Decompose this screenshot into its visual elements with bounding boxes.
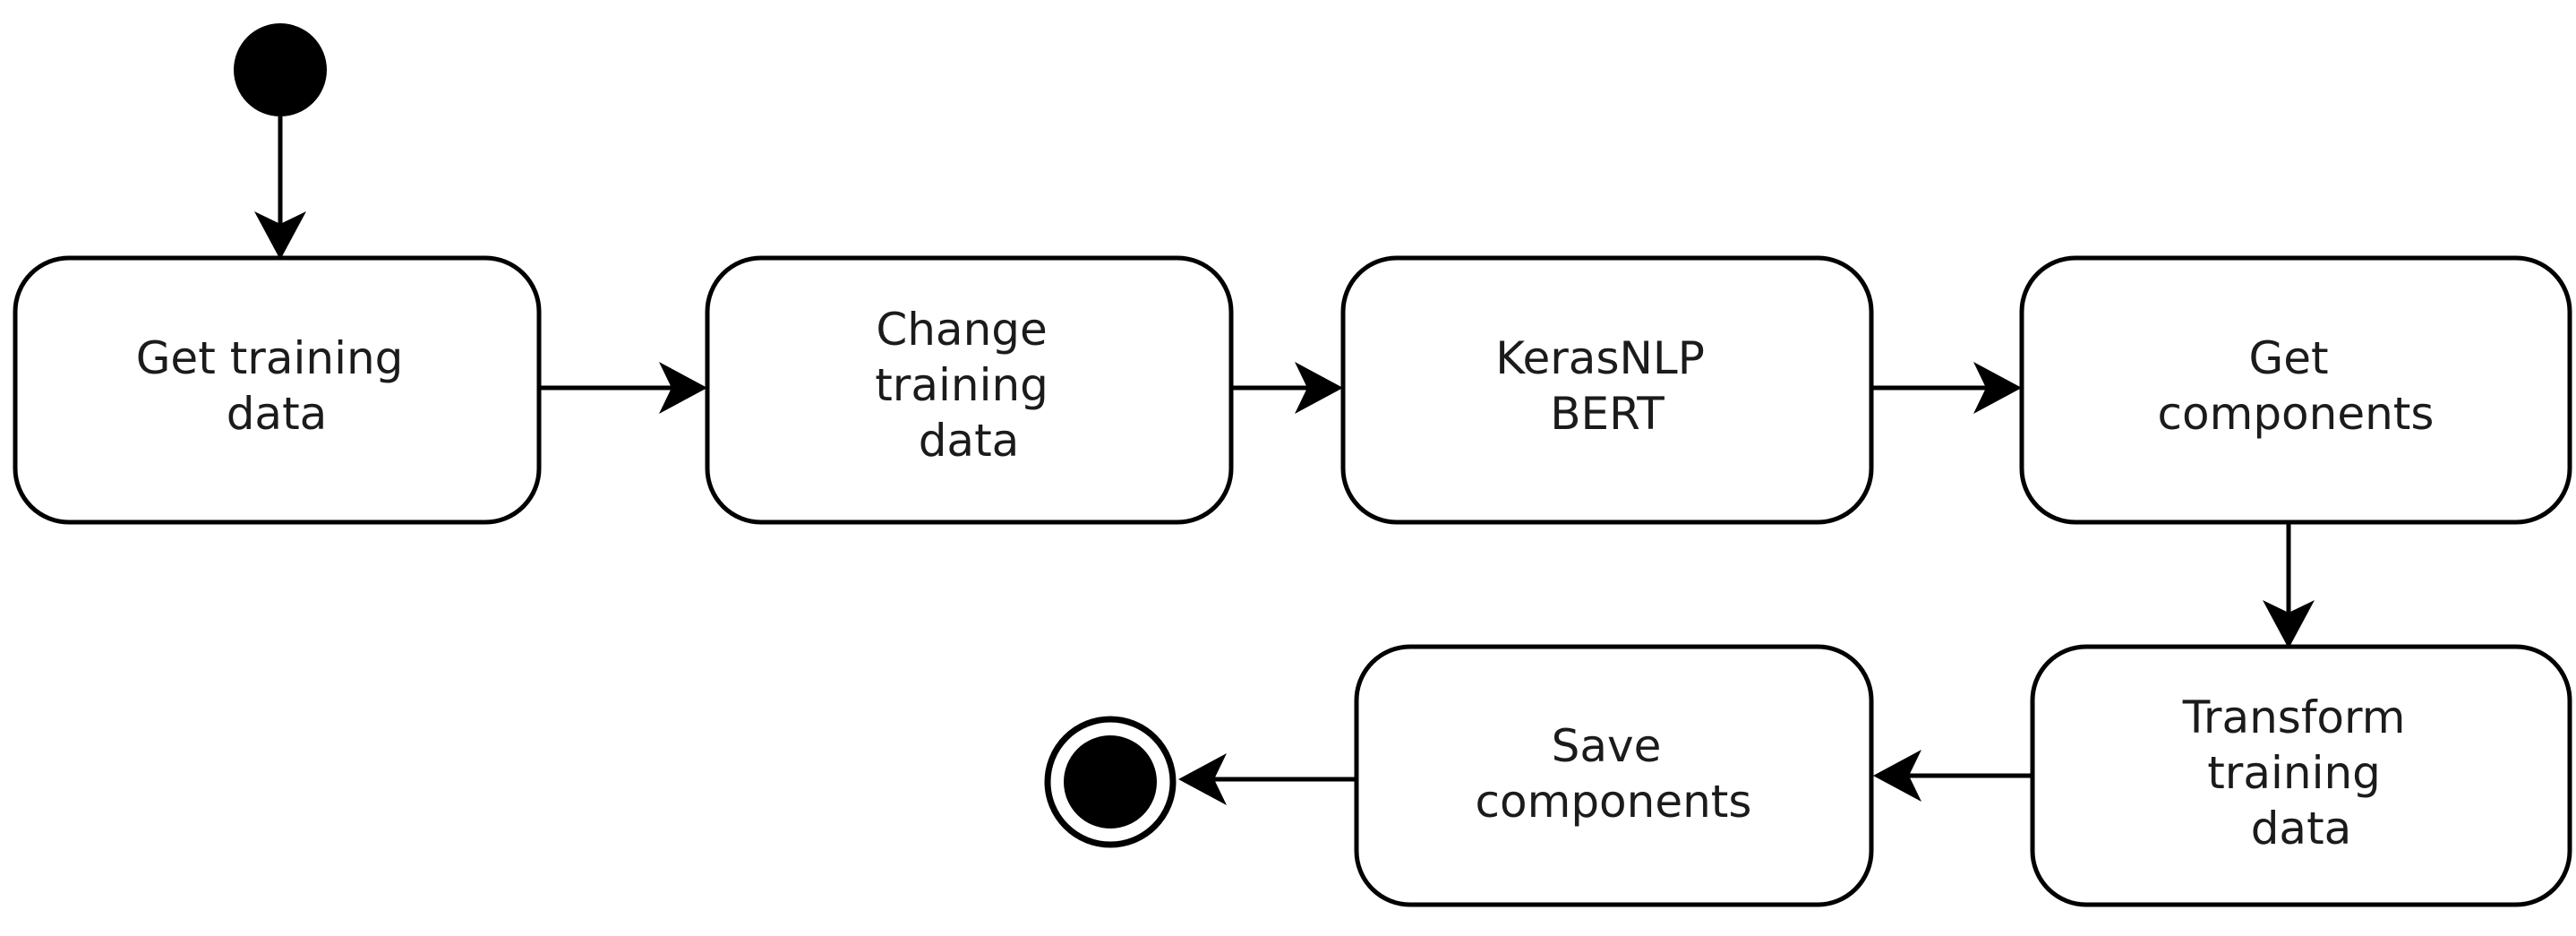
activity-node-save-components[interactable]: Save components [1354, 644, 1874, 907]
activity-label: KerasNLP BERT [1495, 332, 1719, 440]
activity-label: Get components [2158, 332, 2435, 440]
activity-node-get-training-data[interactable]: Get training data [13, 255, 542, 525]
arrowhead-left-icon [1178, 753, 1227, 805]
activity-box [2019, 255, 2572, 525]
arrowhead-left-icon [1873, 750, 1921, 802]
activity-box [2030, 644, 2572, 907]
activity-node-kerasnlp-bert[interactable]: KerasNLP BERT [1340, 255, 1874, 525]
activity-node-change-training-data[interactable]: Change training data [705, 255, 1234, 525]
edge-save-components-to-final[interactable] [1178, 753, 1356, 805]
arrowhead-right-icon [659, 362, 707, 414]
arrowhead-down-icon [254, 211, 306, 260]
arrowhead-right-icon [1973, 362, 2022, 414]
edge-layer [254, 116, 2315, 805]
edge-transform-training-data-to-save-components[interactable] [1873, 750, 2033, 802]
edge-get-components-to-transform-training-data[interactable] [2263, 522, 2315, 648]
edge-initial-to-get-training-data[interactable] [254, 116, 306, 260]
activity-box [1340, 255, 1874, 525]
initial-node-icon[interactable] [234, 23, 327, 116]
activity-box [1354, 644, 1874, 907]
activity-label: Save components [1476, 720, 1752, 828]
activity-box [13, 255, 542, 525]
activity-box [705, 255, 1234, 525]
edge-change-training-data-to-kerasnlp-bert[interactable] [1231, 362, 1343, 414]
edge-kerasnlp-bert-to-get-components[interactable] [1871, 362, 2022, 414]
activity-label: Get training data [136, 332, 418, 440]
activity-node-transform-training-data[interactable]: Transform training data [2030, 644, 2572, 907]
activity-node-get-components[interactable]: Get components [2019, 255, 2572, 525]
final-node-icon[interactable] [1044, 716, 1177, 848]
edge-get-training-data-to-change-training-data[interactable] [539, 362, 707, 414]
final-node-core [1064, 735, 1157, 829]
arrowhead-down-icon [2263, 600, 2315, 648]
activity-label: Transform training data [2182, 691, 2420, 854]
arrowhead-right-icon [1295, 362, 1343, 414]
activity-label: Change training data [875, 304, 1063, 467]
node-layer: Get training data Change training data K… [13, 23, 2572, 907]
